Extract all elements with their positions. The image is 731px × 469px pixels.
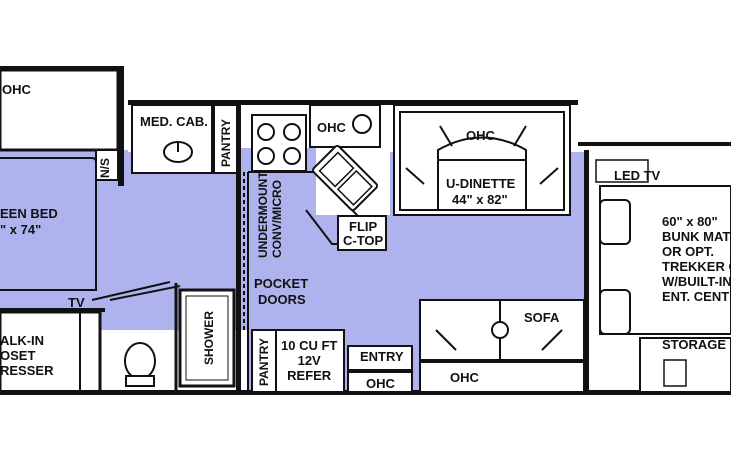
- label-shower: SHOWER: [202, 311, 216, 365]
- label-pantry-bottom: PANTRY: [257, 338, 271, 386]
- dinette-support: [405, 167, 425, 185]
- label-flip: FLIP: [349, 219, 378, 234]
- flip-ctop-box: [337, 215, 387, 251]
- bedroom-side-wall: [118, 66, 124, 186]
- burner: [257, 147, 275, 165]
- appliance: [663, 359, 687, 387]
- label-undermount: UNDERMOUNT: [256, 171, 270, 258]
- bedroom-bottom-wall: [0, 308, 105, 312]
- front-top-wall: [578, 142, 731, 146]
- bunk-seat: [599, 289, 631, 335]
- dinette-table: [437, 159, 527, 211]
- dinette-support: [539, 167, 559, 185]
- bath-top-wall: [128, 100, 240, 105]
- closet-cabinet: [0, 310, 102, 394]
- burner: [257, 123, 275, 141]
- label-ohc-dinette: OHC: [466, 128, 495, 143]
- label-tv-bedroom: TV: [68, 295, 85, 310]
- kitchen-top-wall: [236, 100, 578, 105]
- label-ns: N/S: [98, 157, 112, 178]
- refrigerator: [275, 329, 345, 393]
- shower-inner: [185, 295, 229, 381]
- label-u-dinette: U-DINETTE: [446, 176, 516, 191]
- label-entry: ENTRY: [360, 349, 404, 364]
- bedroom-top-wall: [0, 66, 120, 70]
- label-led-tv: LED TV: [614, 168, 661, 183]
- led-tv-box: [595, 159, 649, 183]
- label-queen-bed-size: " x 74": [0, 222, 42, 237]
- label-c-top: C-TOP: [343, 233, 384, 248]
- label-ohc-bedroom: OHC: [2, 82, 31, 97]
- burner: [283, 147, 301, 165]
- label-pantry-top: PANTRY: [219, 119, 233, 167]
- label-ohc-entry: OHC: [366, 376, 395, 391]
- sofa-support: [541, 329, 563, 351]
- label-ohc-sofa: OHC: [450, 370, 479, 385]
- label-ohc-kitchen: OHC: [317, 120, 346, 135]
- sofa-fixture: [491, 321, 509, 339]
- sliding-door-line-2: [109, 285, 181, 301]
- toilet-tank: [125, 375, 155, 387]
- pantry-top-box: [213, 104, 239, 174]
- bunk-seat: [599, 199, 631, 245]
- label-conv-micro: CONV/MICRO: [270, 180, 284, 258]
- label-med-cab: MED. CAB.: [140, 114, 208, 129]
- label-queen-bed: EEN BED: [0, 206, 58, 221]
- med-cabinet: [131, 104, 213, 174]
- bath-right-wall: [236, 100, 241, 395]
- dinette-support: [439, 125, 453, 147]
- ohc-sofa-cabinet: [419, 361, 585, 393]
- label-sofa: SOFA: [524, 310, 560, 325]
- sofa-support: [435, 329, 457, 351]
- kitchen-sink: [312, 145, 378, 211]
- toilet-bowl: [124, 342, 156, 380]
- burner: [283, 123, 301, 141]
- ohc-entry-cabinet: [347, 371, 413, 393]
- label-dinette-size: 44" x 82": [452, 192, 508, 207]
- entry-step: [347, 345, 413, 371]
- label-pocket: POCKET: [254, 276, 309, 291]
- kitchen-fixture: [352, 114, 372, 134]
- label-storage: STORAGE: [662, 337, 727, 352]
- label-doors: DOORS: [258, 292, 306, 307]
- dinette-support: [513, 125, 527, 147]
- sliding-door-line: [91, 281, 171, 301]
- front-divider: [584, 150, 589, 390]
